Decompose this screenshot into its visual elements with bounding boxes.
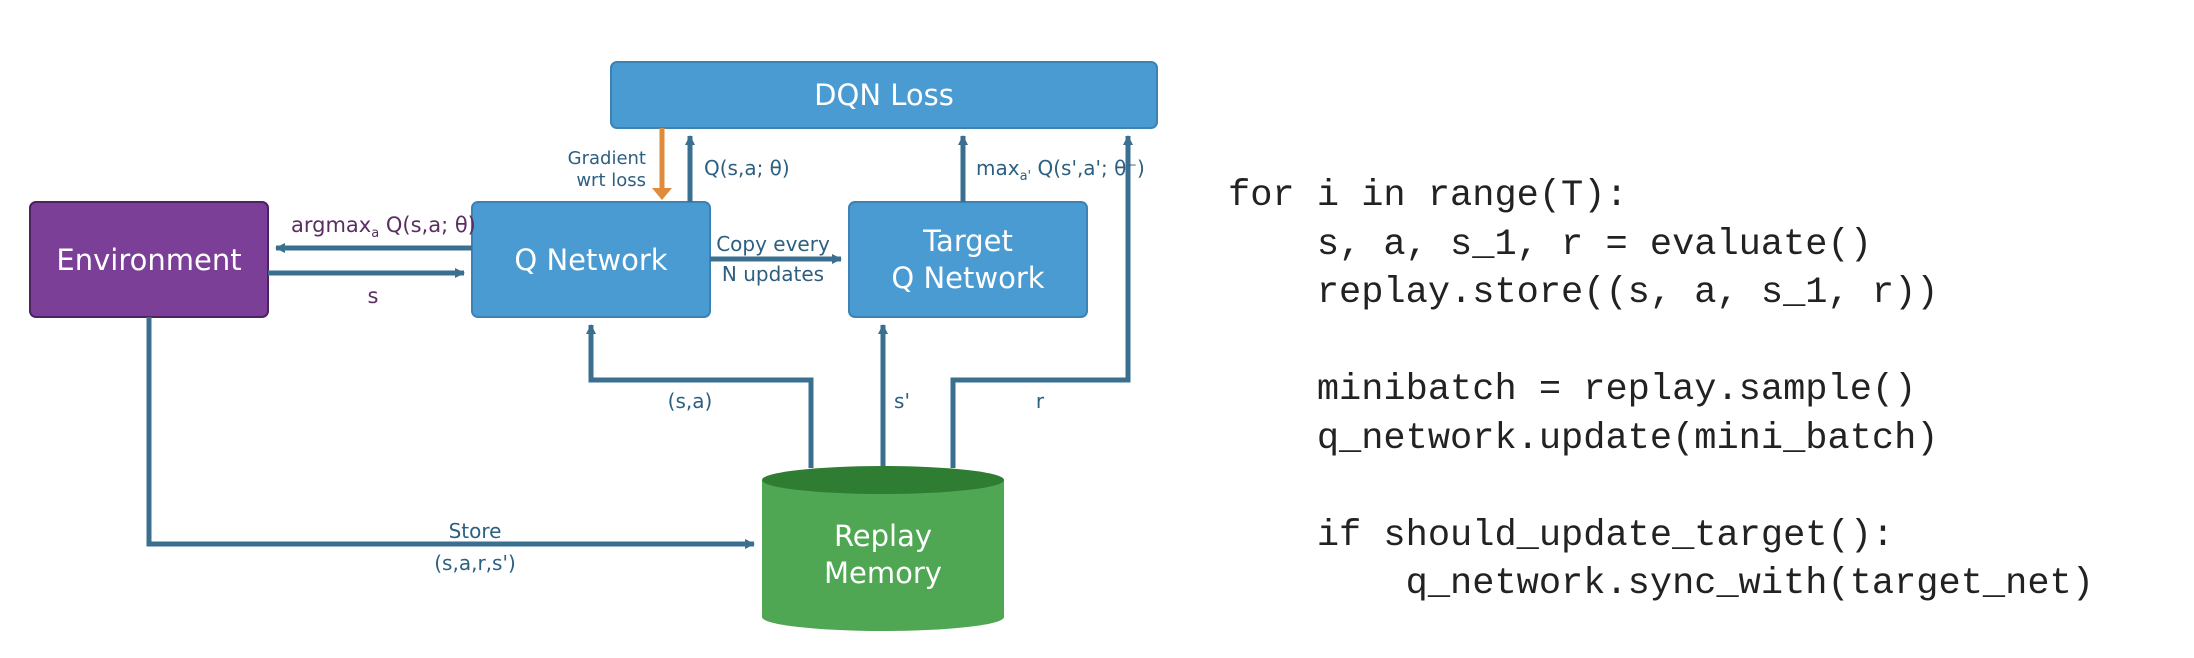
sa-label: (s,a) — [668, 389, 713, 413]
q-network-label: Q Network — [514, 243, 667, 277]
code-line — [1228, 463, 2094, 512]
argmax-main: argmax — [291, 213, 371, 237]
code-line: replay.store((s, a, s_1, r)) — [1228, 272, 1939, 314]
code-line: for i in range(T): — [1228, 175, 1628, 217]
argmax-rest: Q(s,a; θ) — [379, 213, 476, 237]
store-label-line2: (s,a,r,s') — [434, 551, 516, 575]
copy-label-line2: N updates — [722, 262, 824, 286]
argmax-sub: a — [371, 226, 379, 241]
replay-label-line1: Replay — [834, 519, 932, 553]
q-value-label: Q(s,a; θ) — [704, 156, 790, 180]
max-q-label: maxa' Q(s',a'; θ⁻) — [976, 156, 1145, 184]
argmax-label: argmaxa Q(s,a; θ) — [291, 213, 476, 241]
target-label-line2: Q Network — [891, 261, 1044, 295]
sprime-label: s' — [894, 389, 910, 413]
copy-label-line1: Copy every — [716, 232, 830, 256]
dqn-loss-label: DQN Loss — [814, 78, 954, 112]
state-label: s — [368, 284, 379, 308]
sa-arrow — [586, 324, 814, 468]
target-label-line1: Target — [922, 224, 1013, 258]
dqn-diagram: DQN Loss Environment Q Network Target Q … — [29, 61, 1158, 631]
replay-memory-cylinder — [762, 466, 1004, 631]
max-q-sub: a' — [1020, 169, 1032, 184]
store-label-line1: Store — [449, 519, 502, 543]
code-line: if should_update_target(): — [1228, 514, 1895, 557]
gradient-label-line1: Gradient — [568, 148, 646, 169]
max-q-rest: Q(s',a'; θ⁻) — [1031, 156, 1145, 180]
code-line: q_network.update(mini_batch) — [1228, 417, 1939, 460]
gradient-label-line2: wrt loss — [576, 170, 646, 191]
gradient-arrow — [652, 128, 672, 200]
reward-arrow — [950, 135, 1133, 468]
store-arrow — [146, 317, 755, 549]
code-line: s, a, s_1, r = evaluate() — [1228, 223, 1872, 266]
max-q-main: max — [976, 156, 1020, 180]
code-line: q_network.sync_with(target_net) — [1228, 563, 2094, 605]
dqn-loss-box — [610, 61, 1158, 129]
code-line — [1228, 318, 2094, 367]
environment-label: Environment — [56, 243, 241, 277]
replay-label-line2: Memory — [824, 556, 942, 590]
reward-label: r — [1036, 389, 1045, 413]
code-block: for i in range(T): s, a, s_1, r = evalua… — [1228, 172, 2094, 609]
code-line: minibatch = replay.sample() — [1228, 369, 1917, 411]
target-q-network-box — [848, 201, 1088, 318]
